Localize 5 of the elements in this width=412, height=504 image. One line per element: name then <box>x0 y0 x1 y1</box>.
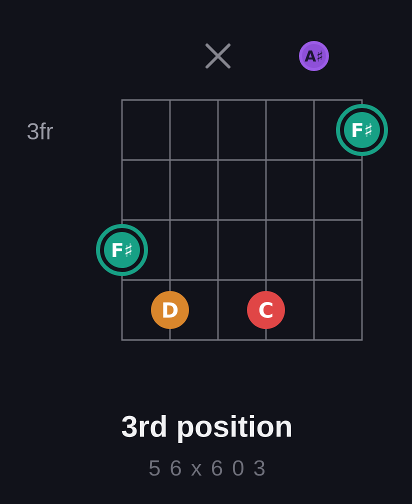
node-label: F♯ <box>112 243 132 257</box>
node-label: F♯ <box>352 123 372 137</box>
title: 3rd position <box>122 415 291 443</box>
fingering-caption: 5 6 x 6 0 3 <box>149 460 265 476</box>
fret-number: 3fr <box>27 122 54 140</box>
